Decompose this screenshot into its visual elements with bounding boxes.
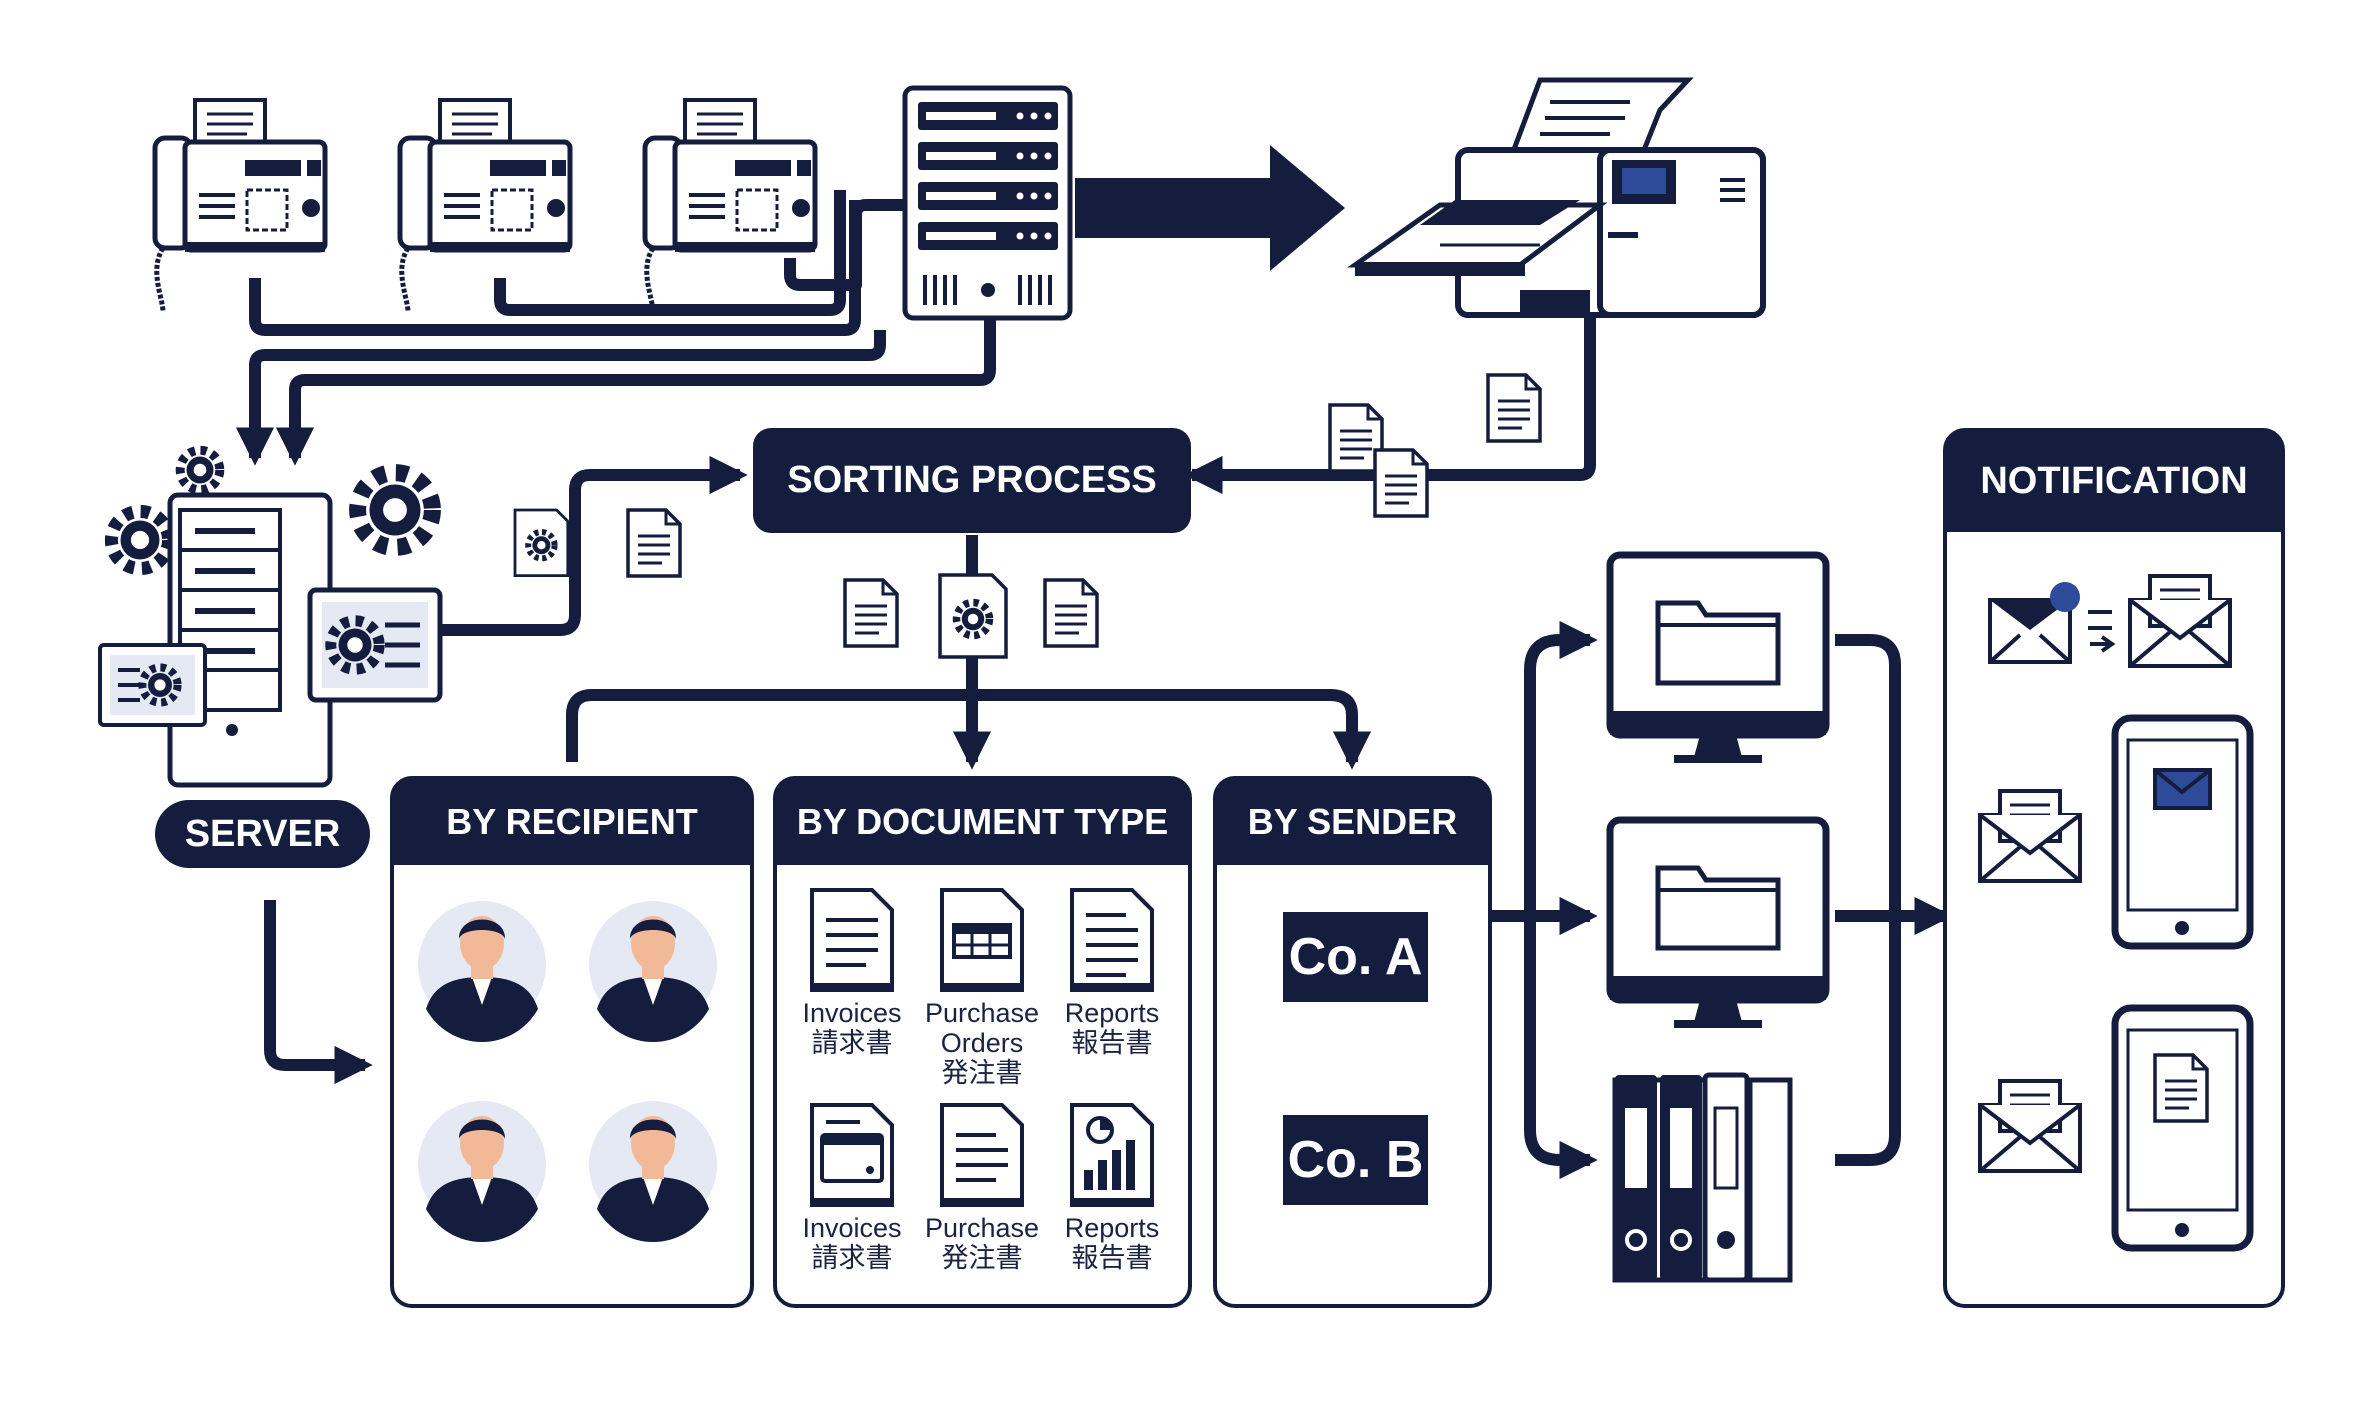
connectors [235,190,1953,1180]
by-document-type-label: BY DOCUMENT TYPE [796,800,1169,842]
purchase-order-doc-icon [940,888,1024,992]
faxserver-to-server-line [235,330,886,466]
sender-to-monitor1-line [1524,620,1598,916]
server-to-recipient-line [264,900,373,1085]
monitor1-to-notification-line [1835,634,1901,916]
doc-type-label: Invoices 請求書 [802,998,902,1058]
tablet-icon [2111,1004,2254,1252]
person-avatar-icon [589,901,717,1043]
server-badge [155,800,370,868]
fax3-line [784,199,905,291]
server-label: SERVER [184,812,341,855]
multifunction-printer-icon [1347,77,1766,318]
email-send-icon [1988,582,2116,664]
doc-type-label: Reports 報告書 [1064,1213,1160,1273]
invoice-doc-icon [810,888,894,992]
sender-company-b: Co. B [1283,1115,1428,1205]
person-avatar-icon [418,901,546,1043]
document-icon [1373,448,1429,518]
doc-type-label: Reports 報告書 [1064,998,1160,1058]
invoice-card-icon [810,1103,894,1207]
binder-archive-icon [1612,1072,1793,1283]
archive-to-notification-line [1835,916,1901,1166]
sender-company-a: Co. A [1283,912,1428,1002]
person-avatar-icon [589,1101,717,1243]
fax1-line [249,200,861,336]
computer-folder-icon [1610,820,1826,1028]
document-icon [626,508,682,578]
report-doc-icon [1070,888,1154,992]
doc-type-label: Invoices 請求書 [802,1213,902,1273]
doc-type-label: Purchase 発注書 [924,1213,1040,1273]
sorting-process-label: SORTING PROCESS [787,459,1157,501]
large-arrow-to-printer [1075,145,1345,271]
fax2-line [494,190,846,316]
server-to-sorting-line [440,455,748,636]
faxserver-to-server-line-2 [275,315,996,466]
by-recipient-label: BY RECIPIENT [446,800,698,842]
by-sender-label: BY SENDER [1247,800,1458,842]
gear-document-icon [940,575,1006,657]
gear-document-icon [515,510,568,576]
report-chart-icon [1070,1103,1154,1207]
sender-to-archive-line [1524,916,1598,1180]
server-gear-icon [98,450,443,788]
notification-label: NOTIFICATION [1980,459,2248,502]
person-avatar-icon [418,1101,546,1243]
printer-to-sorting-line [1184,315,1596,495]
doc-type-label: Purchase Orders 発注書 [924,998,1040,1088]
smartphone-icon [2111,714,2254,950]
purchase-doc-icon [940,1103,1024,1207]
sorting-process-box [753,428,1191,533]
document-icon [1486,373,1542,443]
document-icon [1043,578,1099,648]
branch-recipient-sender-line [566,689,1372,770]
computer-folder-icon [1610,555,1826,763]
server-rack-icon [902,85,1073,321]
document-icon [843,578,899,648]
fax-machine-icon [400,100,570,312]
fax-machine-icon [155,100,325,312]
